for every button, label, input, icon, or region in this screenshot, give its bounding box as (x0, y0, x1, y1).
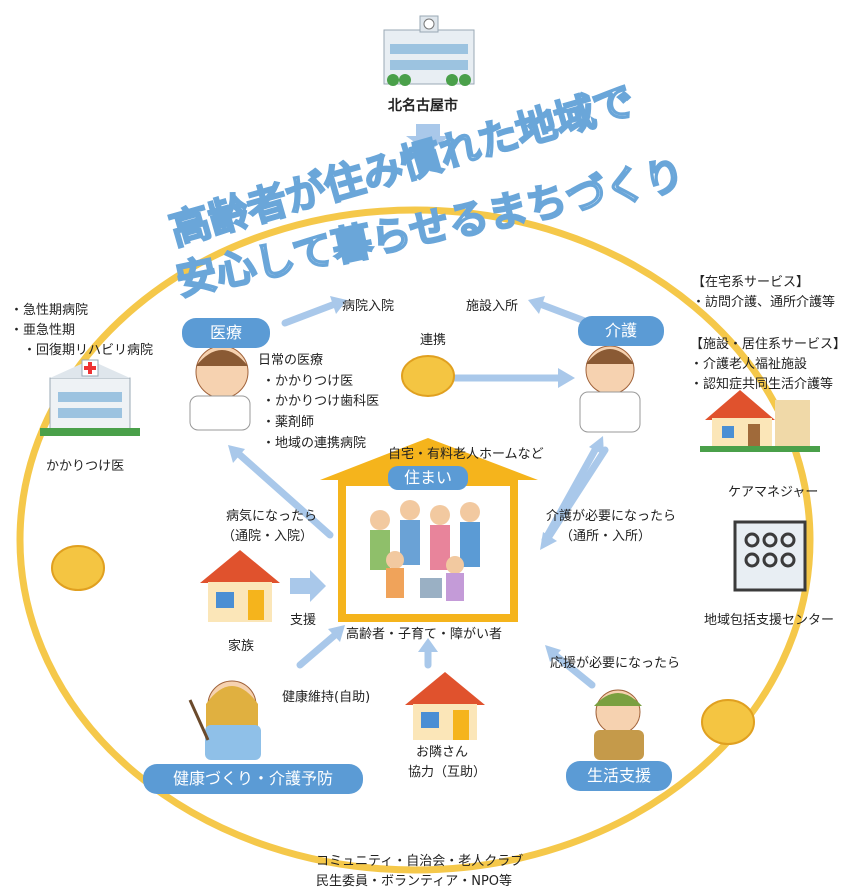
daily-medical-heading: 日常の医療 (258, 353, 324, 368)
housing-types-label: 自宅・有料老人ホームなど (388, 447, 544, 462)
help-needed-label: 応援が必要になったら (550, 656, 681, 671)
facility-admission-label: 施設入所 (466, 299, 519, 314)
hospital-list-item: ・回復期リハビリ病院 (10, 343, 154, 358)
support-center-icon (733, 520, 807, 592)
care-facility-icon (700, 390, 820, 452)
residents-illustration (370, 500, 480, 601)
when-care-needed-sub-label: （通所・入所） (560, 529, 652, 544)
life-support-worker-illustration (594, 689, 644, 760)
when-sick-sub-label: （通院・入院） (222, 529, 314, 544)
support-label: 支援 (290, 613, 317, 628)
handshake-icon-right (701, 699, 755, 745)
daily-medical-item: ・地域の連携病院 (262, 436, 367, 451)
community-label: コミュニティ・自治会・老人クラブ (316, 854, 524, 869)
handshake-icon-center (401, 355, 455, 397)
facility-services-item: ・介護老人福祉施設 (690, 357, 808, 372)
flow-arrows (228, 296, 609, 689)
caregiver-illustration (579, 345, 641, 433)
neighbors-caption: お隣さん (416, 745, 469, 760)
doctor-illustration (189, 345, 251, 431)
handshake-icon-left (51, 545, 105, 591)
neighbors-sub-caption: 協力（互助） (408, 765, 487, 780)
clinic-icon (40, 359, 140, 436)
community-circle (16, 206, 814, 874)
home-services-item: ・訪問介護、通所介護等 (692, 295, 836, 310)
when-care-needed-label: 介護が必要になったら (546, 509, 677, 524)
city-hall-icon (383, 15, 475, 86)
housing-badge: 住まい (388, 466, 468, 490)
hospital-list-item: ・亜急性期 (10, 323, 76, 338)
community-label: 民生委員・ボランティア・NPO等 (316, 874, 513, 889)
facility-services-item: ・認知症共同生活介護等 (690, 377, 834, 392)
city-label: 北名古屋市 (388, 98, 458, 114)
hospital-list-item: ・急性期病院 (10, 303, 89, 318)
down-arrow-city (406, 124, 450, 152)
care-badge: 介護 (578, 316, 664, 346)
cooperation-label: 連携 (420, 333, 447, 348)
clinic-caption: かかりつけ医 (46, 459, 125, 474)
residents-label: 高齢者・子育て・障がい者 (346, 627, 503, 642)
support-arrow (290, 570, 326, 602)
neighbor-house-icon (405, 672, 485, 740)
facility-services-heading: 【施設・居住系サービス】 (690, 337, 847, 352)
medical-badge: 医療 (182, 318, 270, 348)
health-instructor-illustration (188, 680, 261, 760)
care-manager-caption: ケアマネジャー (728, 485, 819, 500)
hospital-admission-label: 病院入院 (342, 299, 395, 314)
daily-medical-item: ・薬剤師 (262, 415, 315, 430)
health-maintenance-label: 健康維持(自助) (282, 690, 371, 705)
family-house-icon (200, 550, 280, 622)
support-center-caption: 地域包括支援センター (704, 613, 835, 628)
health-promotion-badge: 健康づくり・介護予防 (143, 764, 363, 794)
home-services-heading: 【在宅系サービス】 (692, 275, 810, 290)
family-caption: 家族 (228, 639, 255, 654)
daily-medical-item: ・かかりつけ歯科医 (262, 394, 380, 409)
daily-medical-item: ・かかりつけ医 (262, 374, 354, 389)
life-support-badge: 生活支援 (566, 761, 672, 791)
when-sick-label: 病気になったら (226, 509, 318, 524)
